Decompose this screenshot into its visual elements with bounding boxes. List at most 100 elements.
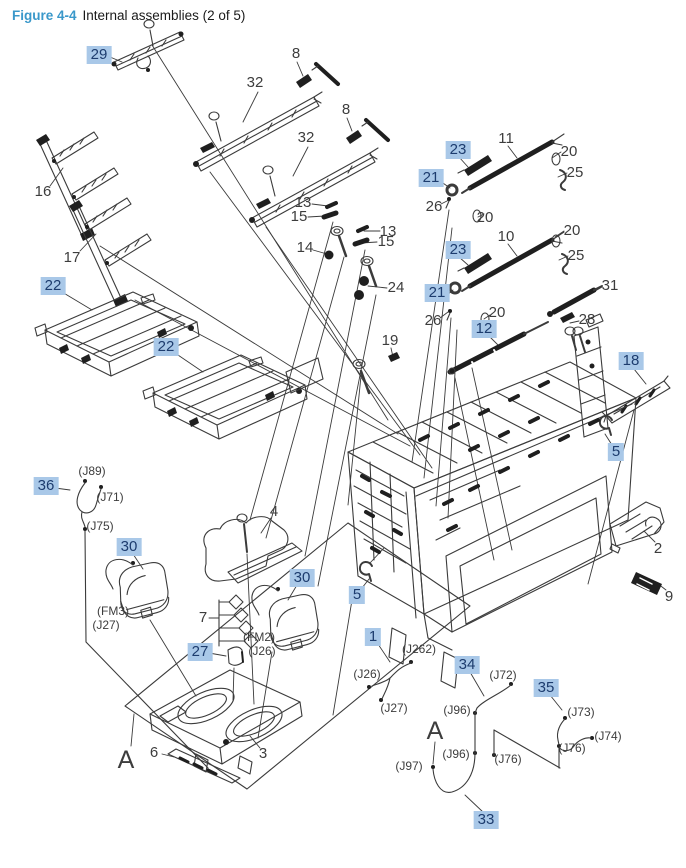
part-32-rail-upper xyxy=(193,91,323,172)
callout-13: 13 xyxy=(294,194,312,211)
part-6-strip xyxy=(167,748,241,784)
callout-11: 11 xyxy=(498,130,514,147)
part-32-rail-lower xyxy=(249,147,379,228)
connector-label-j26: (J26) xyxy=(353,666,381,681)
part-29-bracket xyxy=(111,19,185,72)
connector-label-j76: (J76) xyxy=(494,751,522,766)
part-35-harness xyxy=(556,716,594,752)
callout-26: 26 xyxy=(424,312,442,329)
callout-4: 4 xyxy=(269,503,279,520)
callout-30: 30 xyxy=(289,569,315,587)
connector-label-j73: (J73) xyxy=(567,704,595,719)
callout-1: 1 xyxy=(364,628,382,646)
callout-21: 21 xyxy=(424,284,450,302)
printer-chassis xyxy=(347,313,637,689)
part-5-hook-right xyxy=(598,415,613,436)
callout-32: 32 xyxy=(297,129,315,146)
callout-34: 34 xyxy=(454,656,480,674)
callout-20: 20 xyxy=(476,209,494,226)
connector-label-j96: (J96) xyxy=(442,746,470,761)
part-9-block xyxy=(631,572,662,595)
callout-16: 16 xyxy=(34,183,52,200)
callout-29: 29 xyxy=(86,46,112,64)
blank-plate xyxy=(285,357,324,394)
part-3-fan-holder xyxy=(149,669,303,775)
callout-18: 18 xyxy=(618,352,644,370)
connector-label-j76: (J76) xyxy=(558,740,586,755)
fan-cables xyxy=(105,558,280,739)
figure-caption: Internal assemblies (2 of 5) xyxy=(82,8,246,23)
part-36-cable xyxy=(76,479,209,769)
part-2-chute xyxy=(609,501,665,554)
callout-14: 14 xyxy=(296,239,314,256)
part-34-33-harness xyxy=(431,682,561,793)
part-19-clip xyxy=(352,352,400,395)
part-5-hook-left xyxy=(358,561,373,582)
figure-title: Figure 4-4 Internal assemblies (2 of 5) xyxy=(12,8,245,23)
detail-marker-a: A xyxy=(426,717,444,745)
callout-2: 2 xyxy=(653,540,663,557)
part-12-rod xyxy=(447,321,586,375)
callout-8: 8 xyxy=(341,101,351,118)
callout-5: 5 xyxy=(607,443,625,461)
connector-label-j71: (J71) xyxy=(96,489,124,504)
callout-22: 22 xyxy=(40,277,66,295)
connector-label-j97: (J97) xyxy=(395,758,423,773)
part-28-clip xyxy=(560,312,577,351)
callout-19: 19 xyxy=(381,332,399,349)
callout-5: 5 xyxy=(348,586,366,604)
connector-label-j75: (J75) xyxy=(86,518,114,533)
part-8-clip-lower xyxy=(346,118,390,144)
figure-number: Figure 4-4 xyxy=(12,8,77,23)
part-10-rod-assembly xyxy=(446,231,569,326)
callout-23: 23 xyxy=(445,241,471,259)
callout-8: 8 xyxy=(291,45,301,62)
part-22-unit-lower xyxy=(142,354,308,440)
connector-label-j262: (J262) xyxy=(401,641,437,656)
callout-26: 26 xyxy=(425,198,443,215)
part-1-cable xyxy=(367,660,413,702)
callout-6: 6 xyxy=(149,744,159,761)
callout-36: 36 xyxy=(33,477,59,495)
callout-32: 32 xyxy=(246,74,264,91)
callout-10: 10 xyxy=(497,228,515,245)
callout-24: 24 xyxy=(387,279,405,296)
part-31-rod xyxy=(547,285,603,317)
connector-label-fm3: (FM3) xyxy=(97,603,129,618)
screw-cluster-right xyxy=(352,225,378,300)
detail-a-boundary xyxy=(124,522,471,790)
connector-label-j74: (J74) xyxy=(594,728,622,743)
callout-20: 20 xyxy=(488,304,506,321)
callout-35: 35 xyxy=(533,679,559,697)
connector-label-j27: (J27) xyxy=(380,700,408,715)
callout-25: 25 xyxy=(566,164,584,181)
connector-label-j89: (J89) xyxy=(78,463,106,478)
callout-15: 15 xyxy=(377,233,395,250)
callout-31: 31 xyxy=(601,277,619,294)
callout-28: 28 xyxy=(578,311,596,328)
connector-label-j26: (J26) xyxy=(248,643,276,658)
callout-25: 25 xyxy=(567,247,585,264)
callout-17: 17 xyxy=(63,249,81,266)
callout-20: 20 xyxy=(563,222,581,239)
callout-13: 13 xyxy=(379,223,397,240)
screw-cluster-left xyxy=(321,201,348,260)
connector-label-j72: (J72) xyxy=(489,667,517,682)
connector-label-j27: (J27) xyxy=(92,617,120,632)
part-4-cover xyxy=(203,513,303,705)
part-27-holder xyxy=(227,646,244,701)
part-7-pads xyxy=(218,594,259,649)
leader-lines xyxy=(99,44,635,716)
callout-20: 20 xyxy=(560,143,578,160)
callout-9: 9 xyxy=(664,588,674,605)
callout-22: 22 xyxy=(153,338,179,356)
detail-marker-a: A xyxy=(117,746,135,774)
callout-33: 33 xyxy=(473,811,499,829)
part-8-clip-upper xyxy=(296,62,340,88)
callout-7: 7 xyxy=(198,609,208,626)
callout-3: 3 xyxy=(258,745,268,762)
callout-27: 27 xyxy=(187,643,213,661)
callout-15: 15 xyxy=(290,208,308,225)
